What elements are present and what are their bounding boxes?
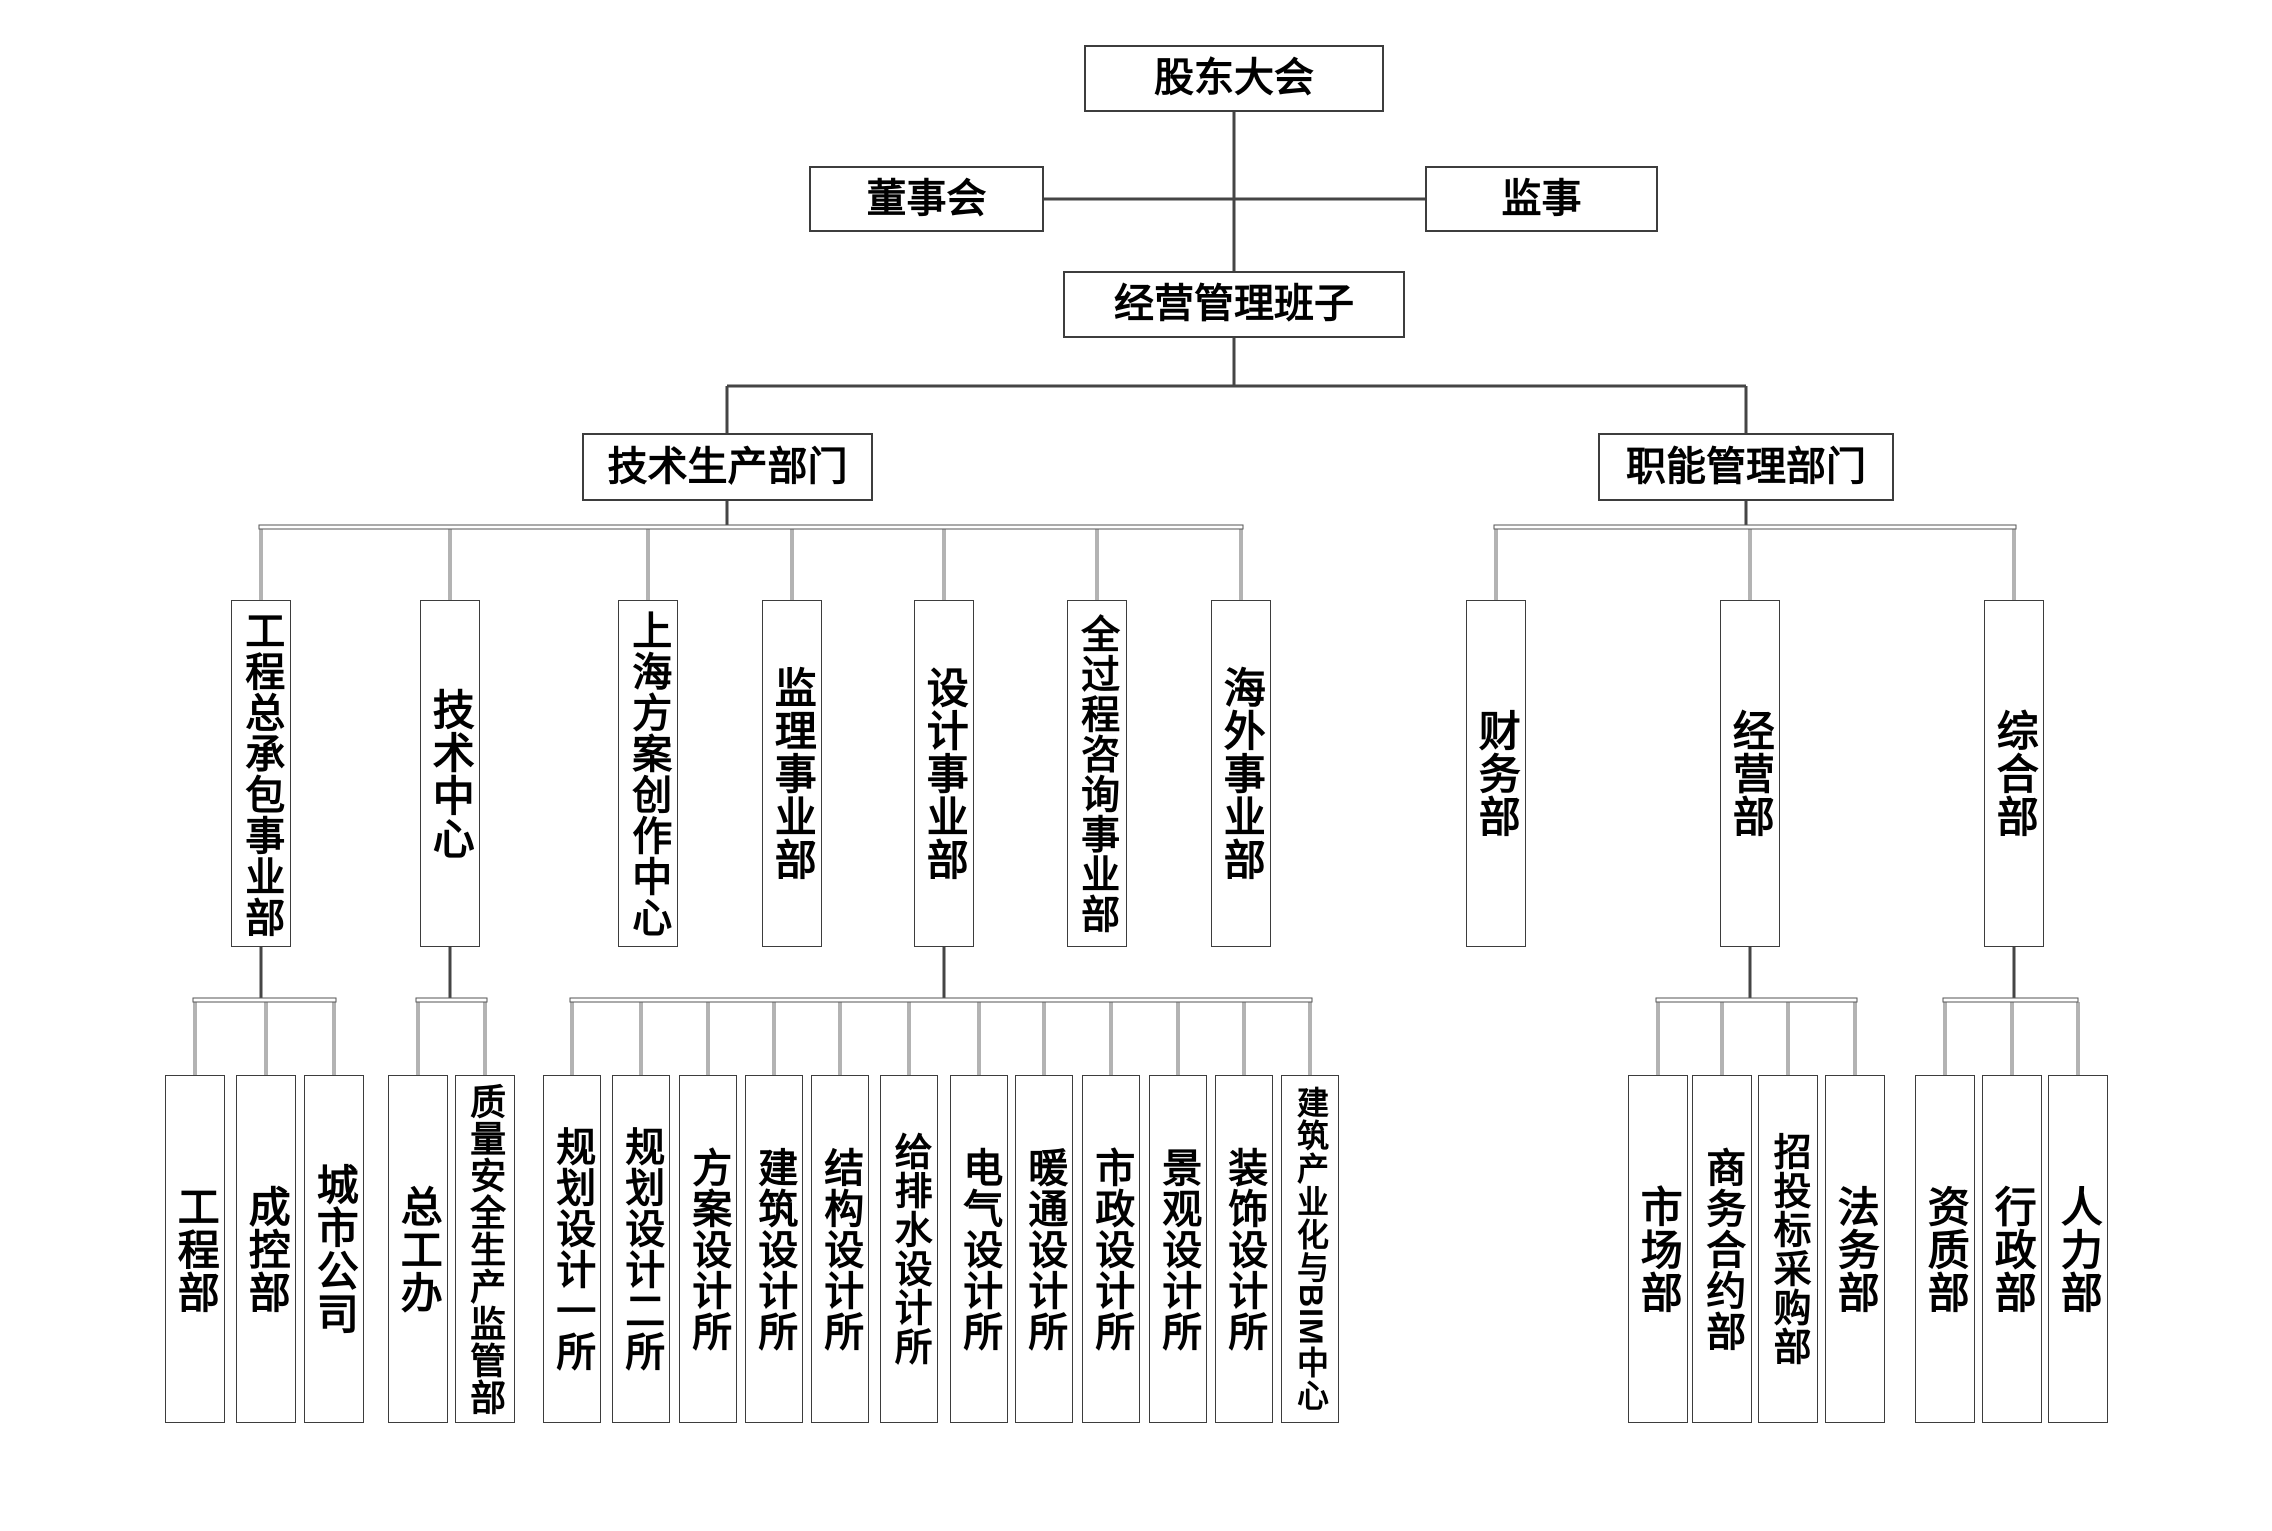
- org-node-general-dept: 综合部: [1984, 600, 2044, 947]
- org-node-qualification-dept: 资质部: [1915, 1075, 1975, 1423]
- org-node-shanghai-creation-center: 上海方案创作中心: [618, 600, 678, 947]
- org-node-operation-dept: 经营部: [1720, 600, 1780, 947]
- org-node-landscape-design: 景观设计所: [1149, 1075, 1207, 1423]
- org-node-legal-dept: 法务部: [1825, 1075, 1885, 1423]
- org-node-functional-management-division: 职能管理部门: [1598, 433, 1894, 501]
- org-node-overseas-division: 海外事业部: [1211, 600, 1271, 947]
- org-node-finance-dept: 财务部: [1466, 600, 1526, 947]
- org-node-board-of-directors: 董事会: [809, 166, 1044, 232]
- org-node-design-division: 设计事业部: [914, 600, 974, 947]
- org-node-tech-production-division: 技术生产部门: [582, 433, 873, 501]
- org-node-hvac-design: 暖通设计所: [1015, 1075, 1073, 1423]
- org-node-planning-design-1: 规划设计一所: [543, 1075, 601, 1423]
- connector-rake: [258, 524, 1244, 530]
- org-node-cost-control-dept: 成控部: [236, 1075, 296, 1423]
- org-node-decoration-design: 装饰设计所: [1215, 1075, 1273, 1423]
- org-node-scheme-design: 方案设计所: [679, 1075, 737, 1423]
- connector-rake: [1655, 997, 1858, 1003]
- org-node-tech-center: 技术中心: [420, 600, 480, 947]
- org-node-whole-process-consulting-division: 全过程咨询事业部: [1067, 600, 1127, 947]
- org-node-electrical-design: 电气设计所: [950, 1075, 1008, 1423]
- org-node-market-dept: 市场部: [1628, 1075, 1688, 1423]
- org-node-architecture-design: 建筑设计所: [745, 1075, 803, 1423]
- org-node-shareholders-meeting: 股东大会: [1084, 45, 1384, 112]
- org-node-supervision-division: 监理事业部: [762, 600, 822, 947]
- connector-rake: [569, 997, 1313, 1003]
- org-node-admin-dept: 行政部: [1982, 1075, 2042, 1423]
- org-node-chief-engineer-office: 总工办: [388, 1075, 448, 1423]
- connector-rake: [1942, 997, 2079, 1003]
- connector-rake: [192, 997, 337, 1003]
- org-node-bim-center: 建筑产业化与BIM中心: [1281, 1075, 1339, 1423]
- org-node-quality-safety-dept: 质量安全生产监管部: [455, 1075, 515, 1423]
- org-node-business-contract-dept: 商务合约部: [1692, 1075, 1752, 1423]
- org-node-plumbing-design: 给排水设计所: [880, 1075, 938, 1423]
- org-node-epc-division: 工程总承包事业部: [231, 600, 291, 947]
- org-node-hr-dept: 人力部: [2048, 1075, 2108, 1423]
- org-node-engineering-dept: 工程部: [165, 1075, 225, 1423]
- connector-rake: [415, 997, 488, 1003]
- connector-rake: [1493, 524, 2017, 530]
- org-node-planning-design-2: 规划设计二所: [612, 1075, 670, 1423]
- org-node-structure-design: 结构设计所: [811, 1075, 869, 1423]
- org-node-supervisor: 监事: [1425, 166, 1658, 232]
- org-node-bidding-procurement-dept: 招投标采购部: [1758, 1075, 1818, 1423]
- org-node-municipal-design: 市政设计所: [1082, 1075, 1140, 1423]
- org-node-management-team: 经营管理班子: [1063, 271, 1405, 338]
- org-node-city-company: 城市公司: [304, 1075, 364, 1423]
